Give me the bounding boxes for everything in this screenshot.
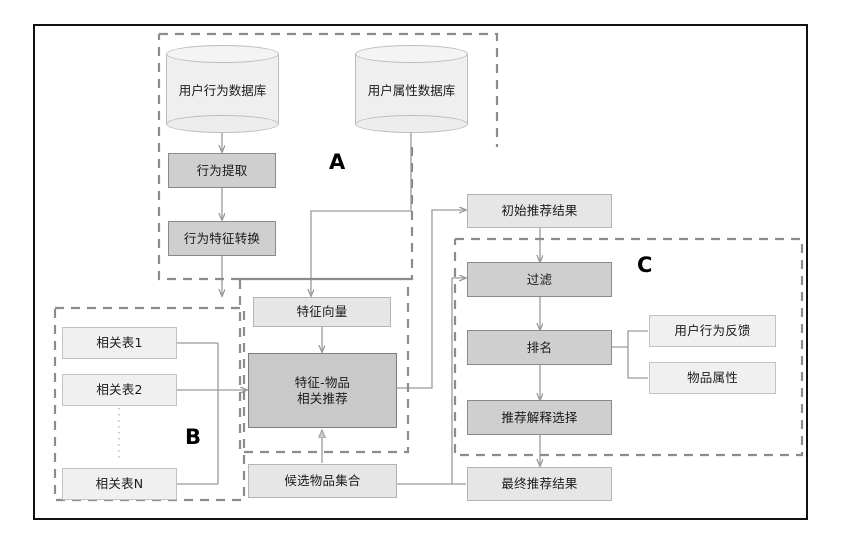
db-user-behavior-label: 用户行为数据库 (178, 82, 267, 98)
cylinder-bottom (166, 115, 279, 133)
node-label-line1: 特征-物品 (294, 375, 351, 391)
cylinder-top (166, 45, 279, 63)
node-label: 物品属性 (687, 370, 738, 386)
node-behavior-extract: 行为提取 (168, 153, 276, 188)
db-user-attribute: 用户属性数据库 (355, 45, 468, 133)
node-user-behavior-feedback: 用户行为反馈 (649, 315, 776, 347)
node-candidate-item-set: 候选物品集合 (248, 464, 397, 498)
node-label-line2: 相关推荐 (297, 390, 348, 406)
node-final-result: 最终推荐结果 (467, 467, 612, 501)
node-item-attribute: 物品属性 (649, 362, 776, 394)
node-label: 排名 (526, 339, 553, 355)
node-explain-select: 推荐解释选择 (467, 400, 612, 435)
group-label-a: A (329, 150, 346, 174)
node-label: 相关表1 (96, 335, 143, 351)
node-ranking: 排名 (467, 330, 612, 365)
node-feature-item-recommend: 特征-物品 相关推荐 (248, 353, 397, 428)
node-label: 特征向量 (296, 304, 348, 320)
node-label: 最终推荐结果 (501, 476, 578, 492)
node-label: 过滤 (526, 271, 553, 287)
node-label: 行为提取 (196, 162, 248, 178)
cylinder-top (355, 45, 468, 63)
cylinder-body (166, 54, 279, 124)
node-behavior-feature-convert: 行为特征转换 (168, 221, 276, 256)
node-relation-table-n: 相关表N (62, 468, 177, 500)
node-feature-vector: 特征向量 (253, 297, 391, 327)
node-initial-result: 初始推荐结果 (467, 194, 612, 228)
group-label-c: C (637, 253, 653, 277)
node-filter: 过滤 (467, 262, 612, 297)
cylinder-bottom (355, 115, 468, 133)
group-label-b: B (185, 425, 202, 449)
node-relation-table-1: 相关表1 (62, 327, 177, 359)
node-label: 相关表N (95, 476, 144, 492)
node-label: 推荐解释选择 (501, 409, 578, 425)
node-label: 初始推荐结果 (501, 203, 578, 219)
db-user-attribute-label: 用户属性数据库 (367, 82, 456, 98)
db-user-behavior: 用户行为数据库 (166, 45, 279, 133)
node-label: 用户行为反馈 (674, 323, 751, 339)
node-label: 候选物品集合 (284, 473, 361, 489)
node-label: 相关表2 (96, 382, 143, 398)
cylinder-body (355, 54, 468, 124)
node-relation-table-2: 相关表2 (62, 374, 177, 406)
node-label: 行为特征转换 (183, 230, 261, 246)
